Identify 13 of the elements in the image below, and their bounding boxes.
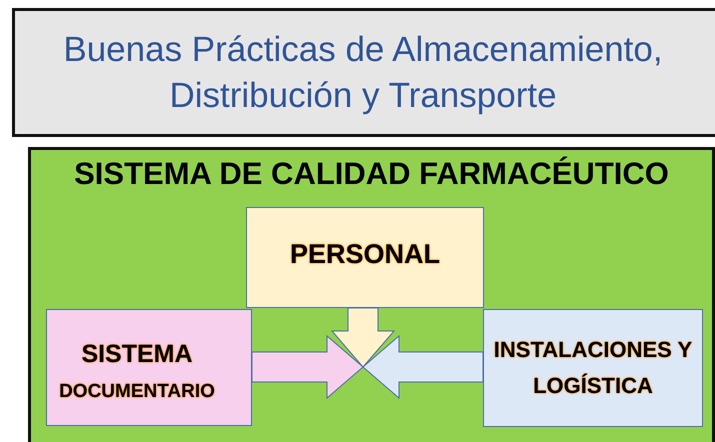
panel-heading: SISTEMA DE CALIDAD FARMACÉUTICO bbox=[73, 156, 670, 192]
text-box bbox=[246, 207, 484, 308]
block-arrow bbox=[252, 334, 364, 400]
box-label: DOCUMENTARIO bbox=[59, 380, 215, 404]
box-label: SISTEMA bbox=[81, 339, 193, 370]
title-banner: Buenas Prácticas de Almacenamiento, Distribución y Transporte bbox=[12, 8, 715, 137]
block-arrow bbox=[330, 308, 396, 368]
box-label: PERSONAL bbox=[290, 238, 440, 270]
block-arrow bbox=[362, 334, 484, 400]
box-label: INSTALACIONES Y LOGÍSTICA bbox=[492, 336, 694, 400]
text-box bbox=[483, 309, 703, 427]
system-panel bbox=[28, 147, 715, 442]
text-box bbox=[46, 309, 252, 426]
